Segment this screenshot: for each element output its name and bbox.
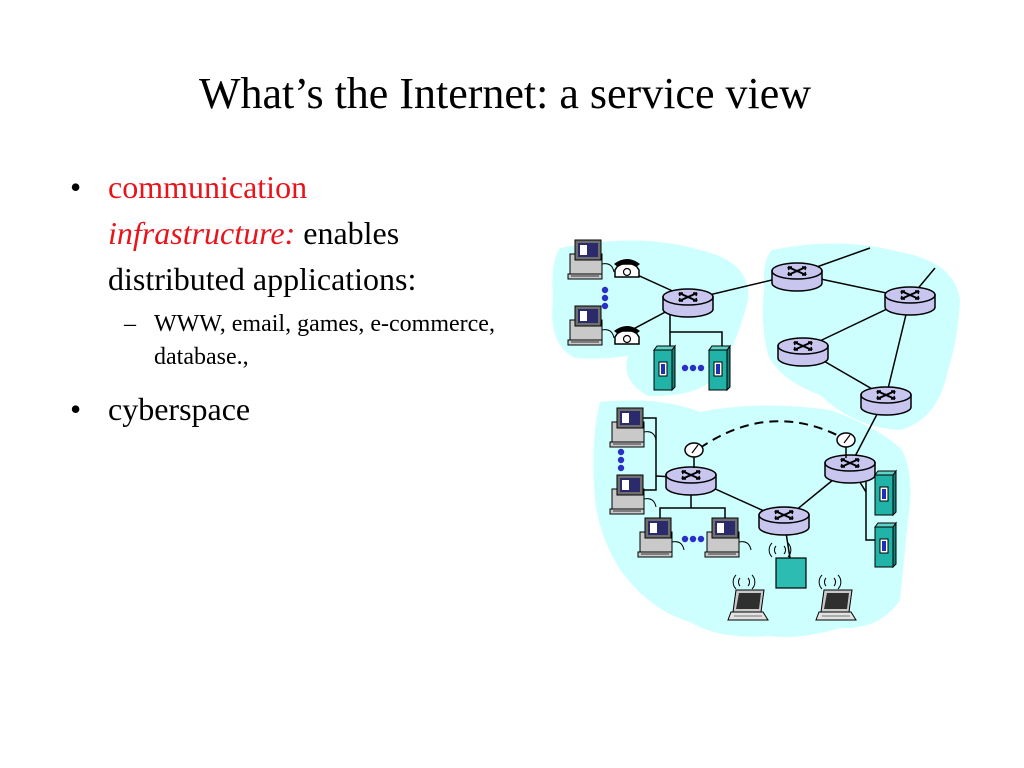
router-icon (771, 262, 823, 292)
router-icon (884, 286, 936, 316)
router-icon (665, 466, 717, 496)
bullet-mark: • (70, 391, 82, 427)
bullet-lead-italic-text: infrastructure: (108, 215, 296, 251)
router-icon (662, 288, 714, 318)
server-icon (708, 345, 731, 391)
ellipsis-dots (601, 286, 705, 543)
bullet-cyberspace: • cyberspace (66, 386, 516, 432)
bullet-list: • communication infrastructure: enables … (66, 164, 516, 432)
bullet-lead-text: communication (108, 169, 308, 205)
bullet-communication-infrastructure: • communication infrastructure: enables … (66, 164, 516, 302)
server-icon (874, 522, 897, 568)
wireless-base-station-icon (775, 557, 807, 589)
slide-title: What’s the Internet: a service view (198, 69, 812, 118)
server-icon (874, 470, 897, 516)
router-icon (824, 454, 876, 484)
subbullet-mark: – (124, 311, 136, 337)
telephone-icon (613, 325, 641, 345)
router-icon (860, 386, 912, 416)
bullet-text: cyberspace (108, 391, 251, 427)
bullet-mark: • (70, 169, 82, 205)
satellite-link (699, 420, 844, 449)
subbullet-text: WWW, email, games, e-commerce, database.… (154, 311, 495, 370)
server-icon (653, 345, 676, 391)
router-icon (777, 337, 829, 367)
bullet-body-text: enables distributed applications: (108, 215, 417, 297)
network-diagram (552, 239, 960, 637)
subbullet-applications: – WWW, email, games, e-commerce, databas… (66, 308, 516, 374)
router-icon (758, 506, 810, 536)
telephone-icon (613, 258, 641, 278)
